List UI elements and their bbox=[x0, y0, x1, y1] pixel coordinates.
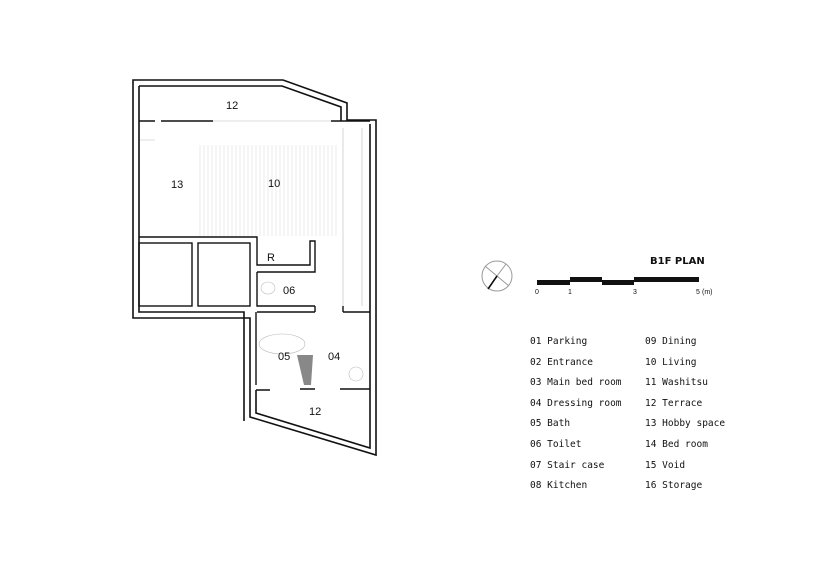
legend-item: 16 Storage bbox=[645, 480, 703, 492]
legend-item: 10 Living bbox=[645, 356, 697, 368]
room-label-terrace-bottom: 12 bbox=[309, 406, 321, 418]
room-label-toilet: 06 bbox=[283, 285, 295, 297]
scale-bar bbox=[537, 277, 699, 285]
room-label-bath: 05 bbox=[278, 351, 290, 363]
legend-item: 07 Stair case bbox=[530, 459, 605, 471]
legend-item: 09 Dining bbox=[645, 336, 697, 347]
legend-item: 01 Parking bbox=[530, 336, 588, 347]
scale-unit: (m) bbox=[702, 289, 713, 296]
scale-tick: 0 bbox=[535, 289, 539, 296]
interior-details bbox=[140, 120, 364, 382]
scale-tick: 3 bbox=[633, 289, 637, 296]
room-label-hobby: 13 bbox=[171, 179, 183, 191]
scale-tick: 1 bbox=[568, 289, 572, 296]
legend-item: 12 Terrace bbox=[645, 397, 703, 409]
legend-item: 14 Bed room bbox=[645, 439, 708, 450]
legend-item: 02 Entrance bbox=[530, 356, 593, 368]
room-label-living: 10 bbox=[268, 178, 280, 190]
legend-item: 03 Main bed room bbox=[530, 377, 622, 389]
exterior-walls bbox=[132, 79, 377, 457]
plan-title: B1F PLAN bbox=[650, 256, 705, 267]
scale-tick: 5 bbox=[696, 289, 700, 296]
legend-item: 15 Void bbox=[645, 459, 686, 471]
north-arrow-icon bbox=[481, 260, 513, 292]
room-label-storage: R bbox=[267, 252, 275, 264]
legend-item: 11 Washitsu bbox=[645, 377, 708, 389]
stair-hatch bbox=[297, 355, 313, 385]
legend-item: 13 Hobby space bbox=[645, 418, 726, 430]
interior-walls bbox=[138, 120, 370, 391]
legend-item: 06 Toilet bbox=[530, 439, 582, 450]
legend-item: 08 Kitchen bbox=[530, 480, 588, 492]
room-label-terrace-top: 12 bbox=[226, 100, 238, 112]
room-label-dressing: 04 bbox=[328, 351, 340, 363]
legend-item: 05 Bath bbox=[530, 418, 571, 430]
legend-item: 04 Dressing room bbox=[530, 397, 622, 409]
